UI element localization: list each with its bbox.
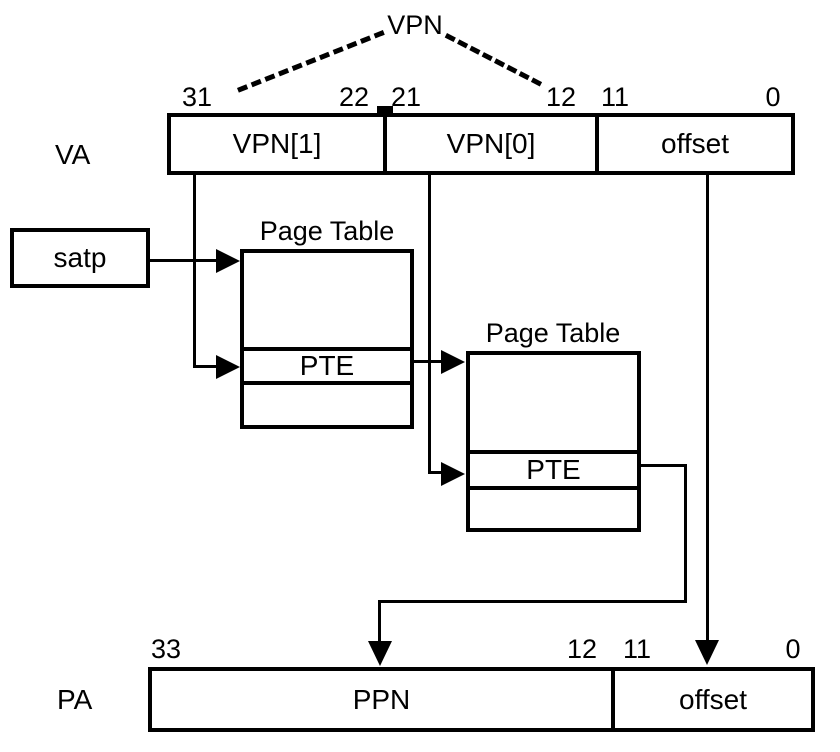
va-label: VA — [55, 139, 91, 170]
offset-passthrough-line — [706, 175, 709, 642]
va-bit-0: 0 — [765, 82, 781, 112]
va-bit-11: 11 — [600, 82, 630, 112]
page-table-1-title: Page Table — [259, 216, 395, 246]
page-table-1-divider-top — [244, 347, 410, 351]
va-field-vpn1: VPN[1] — [232, 128, 322, 159]
vpn1-arrowhead-icon — [216, 355, 240, 379]
page-table-1-divider-bottom — [244, 381, 410, 385]
page-table-2-pte-label: PTE — [526, 454, 581, 485]
pa-field-offset: offset — [611, 671, 811, 728]
va-bit-31: 31 — [181, 82, 213, 112]
va-register: VPN[1] VPN[0] offset — [167, 113, 795, 175]
ppn-arrowhead-icon — [368, 641, 392, 666]
page-table-1-pte-label: PTE — [299, 350, 355, 381]
satp-label: satp — [53, 242, 107, 273]
page-table-1-box: PTE — [240, 249, 414, 429]
vpn-brace-label: VPN — [387, 10, 443, 40]
va-field-offset: offset — [595, 117, 791, 171]
satp-arrowhead-icon — [216, 249, 240, 273]
pa-bit-12: 12 — [566, 634, 598, 664]
pa-field-ppn: PPN — [352, 683, 411, 715]
vpn1-index-line-horizontal — [193, 365, 219, 368]
satp-box: satp — [10, 228, 150, 288]
page-table-2-box: PTE — [466, 351, 641, 532]
vpn1-index-line-vertical — [193, 175, 196, 368]
vpn0-index-line-horizontal — [428, 471, 444, 474]
pa-register: PPN offset — [148, 667, 815, 732]
va-field-vpn0: VPN[0] — [383, 117, 595, 171]
pa-bit-0: 0 — [785, 634, 801, 664]
pa-bit-33: 33 — [150, 634, 182, 664]
va-bit21-notch — [377, 106, 393, 114]
page-table-2-divider-bottom — [470, 486, 637, 490]
vpn0-index-line-vertical — [428, 175, 431, 473]
pte2-ppn-line-seg2 — [684, 464, 687, 603]
va-bit-21: 21 — [390, 82, 422, 112]
va-bit-22: 22 — [338, 82, 370, 112]
offset-arrowhead-icon — [695, 640, 719, 665]
va-bit-12: 12 — [545, 82, 577, 112]
pte2-ppn-line-seg1 — [639, 464, 687, 467]
pte2-ppn-line-seg3 — [378, 600, 687, 603]
pa-bit-11: 11 — [622, 634, 652, 664]
vpn-brace-right-dash — [444, 33, 543, 87]
page-table-2-divider-top — [470, 450, 637, 454]
pte1-arrowhead-icon — [441, 350, 465, 374]
page-table-2-title: Page Table — [485, 318, 621, 348]
pte2-ppn-line-seg4 — [378, 600, 381, 643]
pa-label: PA — [57, 684, 93, 715]
satp-arrow-line — [150, 259, 220, 262]
vpn0-arrowhead-icon — [441, 462, 465, 486]
